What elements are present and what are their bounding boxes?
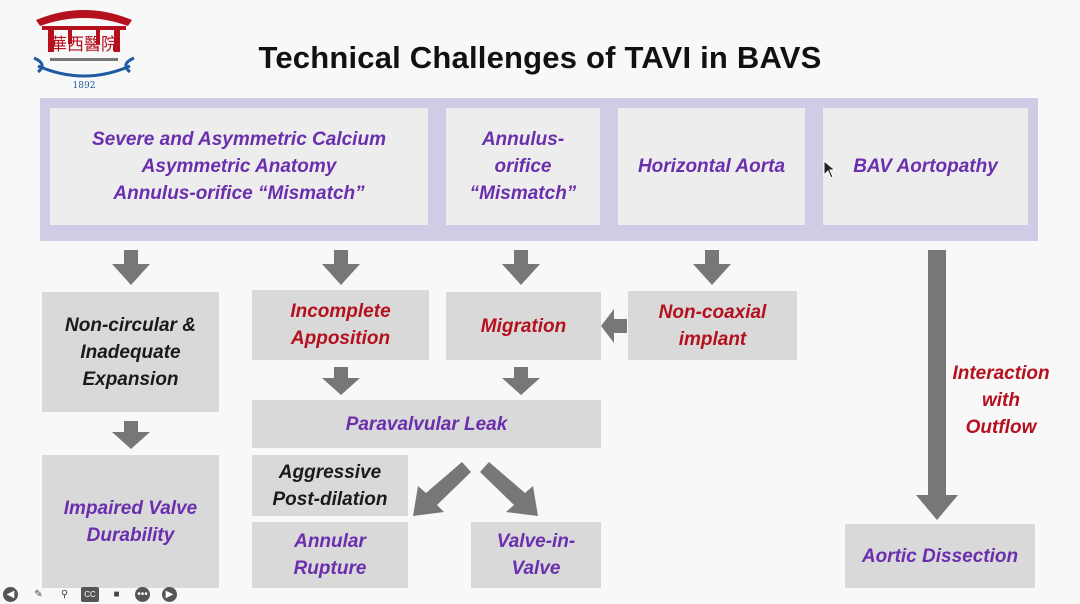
interaction-with-outflow-label: Interaction with Outflow [952, 363, 1050, 438]
forward-icon[interactable]: ▶ [162, 587, 177, 602]
box-incomplete-apposition: Incomplete Apposition [252, 290, 429, 360]
box-impaired-valve-durability: Impaired Valve Durability [42, 455, 219, 588]
slide-title: Technical Challenges of TAVI in BAVS [258, 40, 822, 75]
arrow-down-5 [322, 367, 360, 395]
more-icon[interactable]: ••• [135, 587, 150, 602]
box-aggressive-post-dilation: Aggressive Post-dilation [252, 455, 408, 516]
mouse-cursor-icon [823, 160, 837, 179]
arrow-down-2 [322, 250, 360, 285]
hospital-logo: 華西醫院 1892 [33, 10, 135, 91]
arrow-down-4 [693, 250, 731, 285]
captions-icon[interactable]: CC [81, 587, 99, 602]
pen-icon[interactable]: ✎ [34, 589, 43, 600]
arrow-down-1 [112, 250, 150, 285]
logo-year: 1892 [73, 81, 96, 91]
top-box-calcium-anatomy: Severe and Asymmetric Calcium Asymmetric… [50, 108, 428, 225]
top-box-bav-aortopathy: BAV Aortopathy [823, 108, 1028, 225]
box-aortic-dissection: Aortic Dissection [845, 524, 1035, 588]
arrow-diag-left [413, 462, 471, 516]
top-box-horizontal-aorta: Horizontal Aorta [618, 108, 805, 225]
logo-chinese-text: 華西醫院 [50, 35, 118, 55]
arrow-long-down [916, 250, 958, 520]
top-box-annulus-mismatch: Annulus- orifice “Mismatch” [446, 108, 600, 225]
arrow-down-6 [502, 367, 540, 395]
box-migration: Migration [446, 292, 601, 360]
back-icon[interactable]: ◀ [3, 587, 18, 602]
box-annular-rupture: Annular Rupture [252, 522, 408, 588]
zoom-icon[interactable]: ⚲ [60, 589, 69, 600]
box-non-coaxial-implant: Non-coaxial implant [628, 291, 797, 360]
arrow-left [601, 309, 627, 343]
video-icon[interactable]: ■ [113, 589, 120, 600]
arrow-down-3 [502, 250, 540, 285]
box-valve-in-valve: Valve-in- Valve [471, 522, 601, 588]
box-paravalvular-leak: Paravalvular Leak [252, 400, 601, 448]
arrow-diag-right [480, 462, 538, 516]
arrow-down-7 [112, 421, 150, 449]
box-non-circular-expansion: Non-circular & Inadequate Expansion [42, 292, 219, 412]
